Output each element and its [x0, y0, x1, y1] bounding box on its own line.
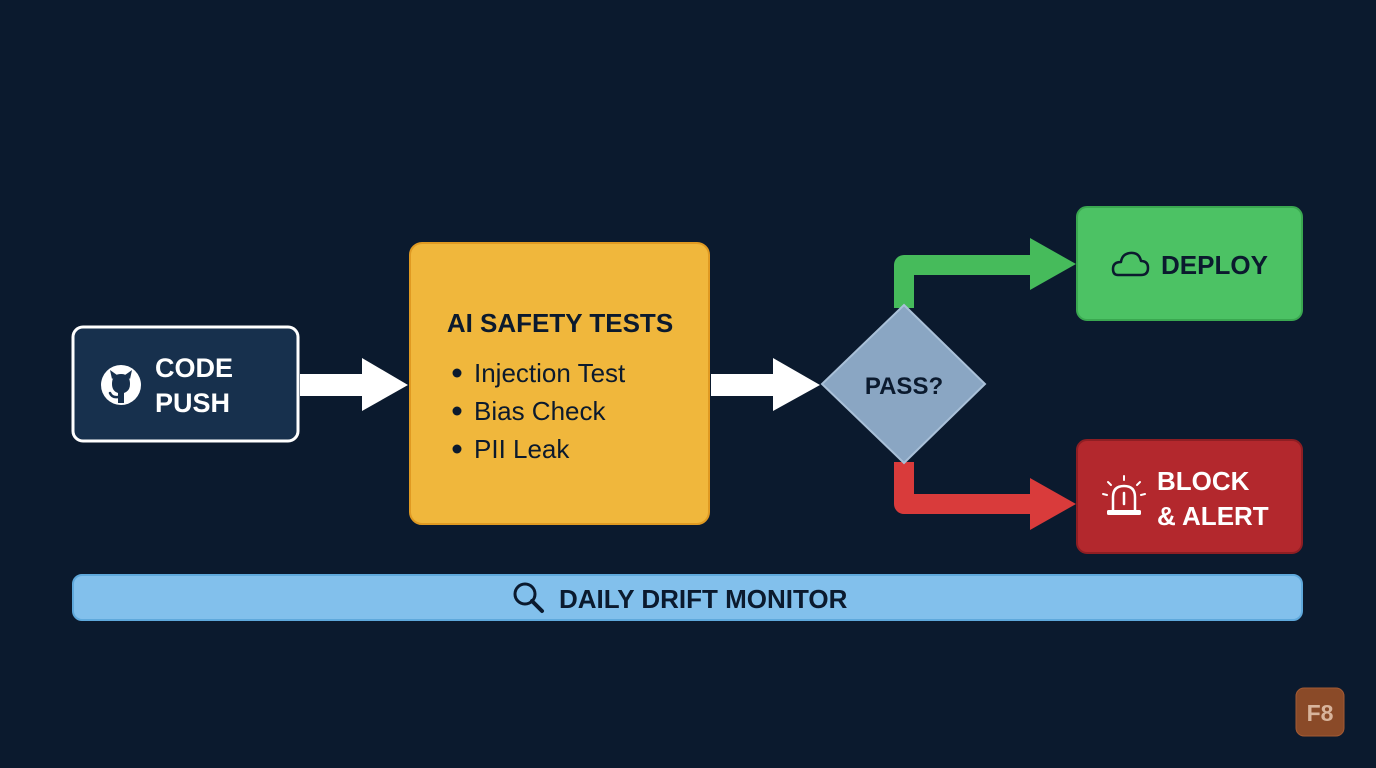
bullet-icon: [452, 368, 462, 378]
block-label-line1: BLOCK: [1157, 466, 1250, 496]
arrow-fail-to-block: [894, 462, 1076, 530]
f8-badge: F8: [1295, 687, 1345, 737]
cloud-icon: [1111, 251, 1150, 277]
search-icon: [513, 582, 544, 613]
decision-label: PASS?: [865, 373, 943, 400]
code-push-label-line1: CODE: [155, 353, 233, 383]
bullet-icon: [452, 406, 462, 416]
drift-monitor-bar: DAILY DRIFT MONITOR: [72, 574, 1303, 621]
arrow-push-to-tests: [300, 358, 408, 411]
alarm-icon: [1102, 475, 1146, 515]
safety-test-item: Bias Check: [474, 396, 606, 426]
f8-badge-label: F8: [1307, 700, 1334, 726]
arrow-tests-to-decision: [711, 358, 820, 411]
decision-node: PASS?: [820, 303, 987, 465]
deploy-node: DEPLOY: [1076, 206, 1303, 321]
code-push-node: CODE PUSH: [71, 325, 300, 443]
safety-tests-title: AI SAFETY TESTS: [447, 308, 673, 338]
safety-test-item: PII Leak: [474, 434, 570, 464]
bullet-icon: [452, 444, 462, 454]
block-alert-node: BLOCK & ALERT: [1076, 439, 1303, 554]
block-label-line2: & ALERT: [1157, 501, 1269, 531]
github-icon: [101, 365, 141, 405]
code-push-label-line2: PUSH: [155, 388, 230, 418]
drift-monitor-label: DAILY DRIFT MONITOR: [559, 584, 848, 614]
arrow-pass-to-deploy: [894, 238, 1076, 308]
safety-test-item: Injection Test: [474, 358, 626, 388]
deploy-label: DEPLOY: [1161, 250, 1268, 280]
safety-tests-node: AI SAFETY TESTS Injection Test Bias Chec…: [409, 242, 710, 525]
